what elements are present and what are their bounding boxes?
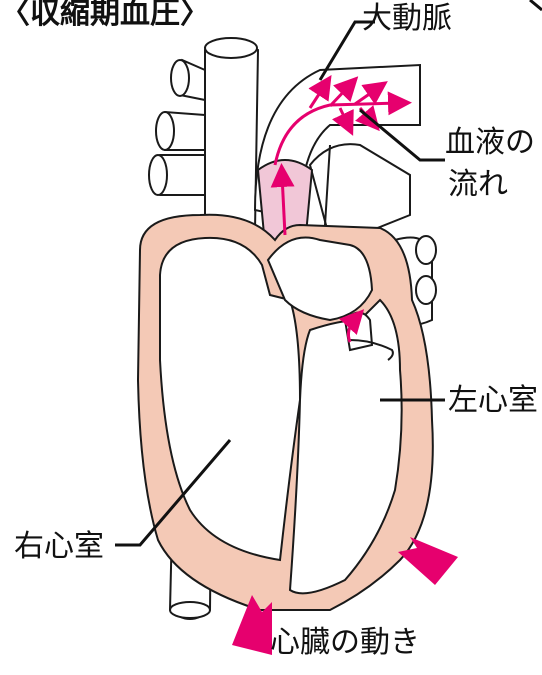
label-blood-flow-line1: 血液の [445,128,535,158]
label-heart-motion: 心臓の動き [270,628,420,658]
superior-vena-cava [149,38,258,235]
label-aorta: 大動脈 [362,4,452,34]
label-right-ventricle: 右心室 [14,532,104,562]
label-left-ventricle: 左心室 [448,386,538,416]
label-blood-flow-line2: 流れ [448,170,508,200]
diagram-title: 〈収縮期血圧〉 [0,0,210,32]
